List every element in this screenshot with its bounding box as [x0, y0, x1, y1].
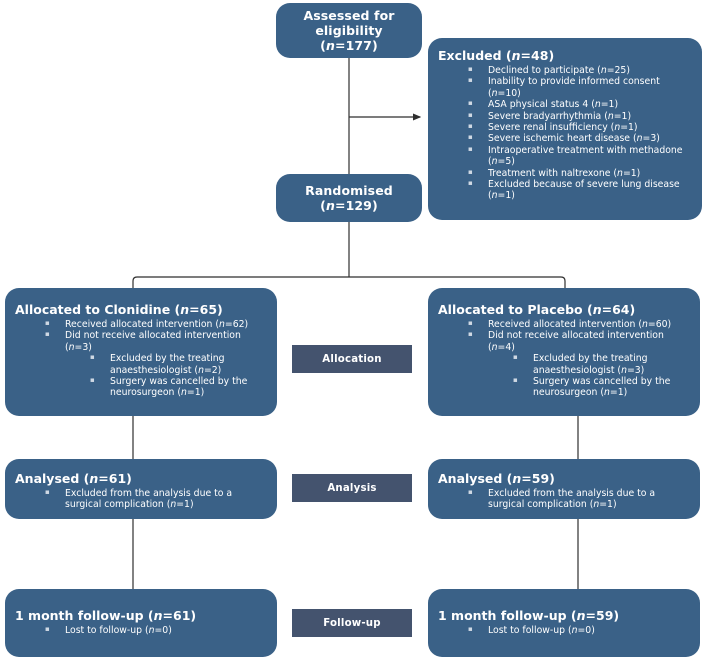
- node-followup-clonidine: 1 month follow-up (n=61) Lost to follow-…: [5, 589, 277, 657]
- list-item: Severe ischemic heart disease (n=3): [468, 132, 694, 145]
- fu-left-item-0: Lost to follow-up (n=0): [65, 625, 172, 636]
- list-item: Declined to participate (n=25): [468, 64, 694, 76]
- anal-right-list: Excluded from the analysis due to a surg…: [438, 487, 692, 511]
- list-item: Intraoperative treatment with methadone …: [468, 144, 694, 168]
- anal-left-heading: Analysed (n=61): [15, 471, 132, 486]
- fu-left-n: 61: [173, 608, 191, 623]
- excluded-item-3: Severe bradyarrhythmia (n=1): [488, 110, 632, 122]
- node-followup-placebo: 1 month follow-up (n=59) Lost to follow-…: [428, 589, 700, 657]
- list-item: Did not receive allocated intervention (…: [468, 329, 692, 399]
- alloc-left-n: 65: [199, 302, 218, 317]
- excluded-item-8: Excluded because of severe lung disease …: [488, 179, 680, 202]
- alloc-right-subitem-1: Surgery was cancelled by the neurosurgeo…: [533, 376, 671, 399]
- randomised-count: (n=129): [320, 198, 378, 213]
- anal-left-list: Excluded from the analysis due to a surg…: [15, 487, 269, 511]
- stage-label-followup: Follow-up: [292, 609, 412, 637]
- alloc-left-subitem-0: Excluded by the treating anaesthesiologi…: [110, 353, 225, 376]
- list-item: Severe renal insufficiency (n=1): [468, 121, 694, 134]
- list-item: Treatment with naltrexone (n=1): [468, 167, 694, 179]
- excluded-n: 48: [531, 48, 549, 63]
- alloc-left-heading: Allocated to Clonidine (n=65): [15, 302, 223, 317]
- list-item: Received allocated intervention (n=62): [45, 318, 269, 330]
- excluded-item-7: Treatment with naltrexone (n=1): [488, 167, 641, 179]
- alloc-left-subitem-1: Surgery was cancelled by the neurosurgeo…: [110, 376, 248, 399]
- excluded-heading: Excluded (n=48): [438, 48, 555, 63]
- excluded-item-0: Declined to participate (n=25): [488, 65, 630, 76]
- alloc-left-sublist: Excluded by the treating anaesthesiologi…: [65, 352, 269, 399]
- anal-right-n: 59: [531, 471, 550, 486]
- fu-right-heading: 1 month follow-up (n=59): [438, 608, 620, 623]
- anal-left-item-0: Excluded from the analysis due to a surg…: [65, 488, 233, 511]
- list-item: Received allocated intervention (n=60): [468, 318, 692, 330]
- node-analysed-clonidine: Analysed (n=61) Excluded from the analys…: [5, 459, 277, 519]
- randomised-n: 129: [345, 198, 372, 213]
- excluded-item-5: Severe ischemic heart disease (n=3): [488, 133, 660, 145]
- excluded-item-2: ASA physical status 4 (n=1): [488, 99, 619, 111]
- line-randomisation-split: [132, 276, 566, 288]
- list-item: Severe bradyarrhythmia (n=1): [468, 110, 694, 122]
- alloc-right-item-0: Received allocated intervention (n=60): [488, 319, 672, 330]
- fu-left-list: Lost to follow-up (n=0): [15, 624, 269, 636]
- list-item: Excluded by the treating anaesthesiologi…: [90, 352, 269, 376]
- assessed-line-2: eligibility: [315, 23, 383, 38]
- list-item: Excluded by the treating anaesthesiologi…: [513, 352, 692, 376]
- alloc-left-item-1: Did not receive allocated intervention (…: [65, 330, 241, 353]
- fu-right-list: Lost to follow-up (n=0): [438, 624, 692, 636]
- node-allocated-placebo: Allocated to Placebo (n=64) Received all…: [428, 288, 700, 416]
- anal-left-n: 61: [108, 471, 127, 486]
- alloc-right-n: 64: [612, 302, 630, 317]
- node-randomised: Randomised (n=129): [276, 174, 422, 222]
- list-item: Excluded because of severe lung disease …: [468, 178, 694, 202]
- stage-label-analysis: Analysis: [292, 474, 412, 502]
- list-item: Surgery was cancelled by the neurosurgeo…: [513, 375, 692, 399]
- excluded-item-6: Intraoperative treatment with methadone …: [488, 144, 683, 168]
- assessed-n: 177: [345, 38, 372, 53]
- list-item: ASA physical status 4 (n=1): [468, 98, 694, 111]
- list-item: Lost to follow-up (n=0): [468, 624, 692, 636]
- excluded-item-4: Severe renal insufficiency (n=1): [488, 122, 638, 134]
- assessed-line-1: Assessed for: [303, 8, 395, 23]
- alloc-right-sublist: Excluded by the treating anaesthesiologi…: [488, 352, 692, 399]
- list-item: Excluded from the analysis due to a surg…: [45, 487, 269, 511]
- anal-right-item-0: Excluded from the analysis due to a surg…: [488, 488, 656, 511]
- assessed-count: (n=177): [320, 38, 378, 53]
- alloc-right-heading: Allocated to Placebo (n=64): [438, 302, 636, 317]
- alloc-left-item-0: Received allocated intervention (n=62): [65, 319, 249, 330]
- alloc-left-list: Received allocated intervention (n=62) D…: [15, 318, 269, 399]
- stage-label-allocation: Allocation: [292, 345, 412, 373]
- fu-right-item-0: Lost to follow-up (n=0): [488, 625, 595, 636]
- excluded-item-1: Inability to provide informed consent (n…: [488, 76, 660, 99]
- alloc-right-list: Received allocated intervention (n=60) D…: [438, 318, 692, 399]
- node-allocated-clonidine: Allocated to Clonidine (n=65) Received a…: [5, 288, 277, 416]
- fu-right-n: 59: [596, 608, 614, 623]
- list-item: Lost to follow-up (n=0): [45, 624, 269, 636]
- alloc-right-subitem-0: Excluded by the treating anaesthesiologi…: [533, 353, 648, 376]
- node-analysed-placebo: Analysed (n=59) Excluded from the analys…: [428, 459, 700, 519]
- excluded-list: Declined to participate (n=25) Inability…: [438, 64, 694, 202]
- node-assessed-for-eligibility: Assessed for eligibility (n=177): [276, 3, 422, 58]
- list-item: Did not receive allocated intervention (…: [45, 329, 269, 399]
- list-item: Surgery was cancelled by the neurosurgeo…: [90, 375, 269, 399]
- randomised-label: Randomised: [305, 183, 393, 198]
- fu-left-heading: 1 month follow-up (n=61): [15, 608, 197, 623]
- list-item: Inability to provide informed consent (n…: [468, 75, 694, 99]
- alloc-right-item-1: Did not receive allocated intervention (…: [488, 330, 664, 353]
- list-item: Excluded from the analysis due to a surg…: [468, 487, 692, 511]
- anal-right-heading: Analysed (n=59): [438, 471, 555, 486]
- node-excluded: Excluded (n=48) Declined to participate …: [428, 38, 702, 220]
